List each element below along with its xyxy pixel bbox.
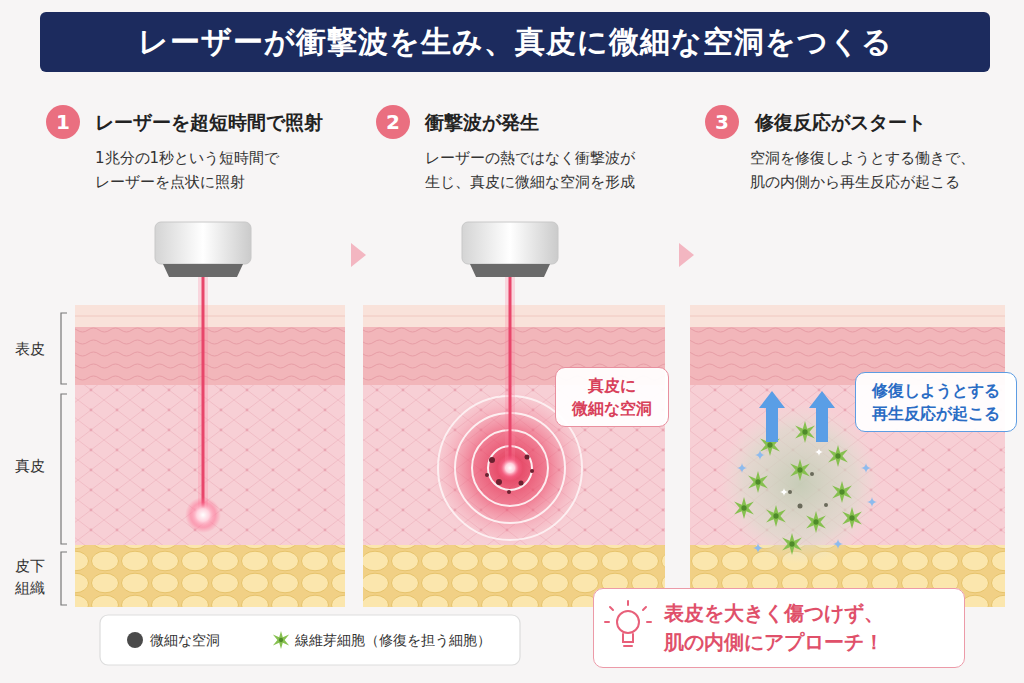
step-arrow [351, 243, 366, 267]
step-number: 1 [46, 105, 80, 139]
step-arrow [679, 243, 694, 267]
bulb-icon [605, 601, 651, 646]
title-banner [40, 12, 990, 72]
node-text: 表皮を大きく傷つけず、 肌の内側にアプローチ！ [664, 599, 888, 657]
node-text: 修復しようとする 再生反応が起こる [870, 379, 1002, 425]
legend-text: 線維芽細胞（修復を担う細胞） [295, 631, 491, 649]
step-number: 2 [376, 105, 410, 139]
layer-label: 表皮 [15, 338, 45, 360]
laser-device [462, 222, 558, 277]
legend-star [273, 631, 289, 649]
laser-device [155, 222, 251, 277]
node-text: 3 [715, 110, 729, 134]
step-description: レーザーの熱ではなく衝撃波が 生じ、真皮に微細な空洞を形成 [425, 146, 639, 194]
fibroblasts [734, 421, 862, 555]
laser-beam [185, 277, 221, 533]
layer-label: 皮下 組織 [13, 555, 47, 599]
note-box: 表皮を大きく傷つけず、 肌の内側にアプローチ！ [593, 588, 965, 668]
node-text: 2 [386, 110, 400, 134]
title-holder: レーザーが衝撃波を生み、真皮に微細な空洞をつくる [40, 12, 990, 72]
legend-swatch [127, 632, 143, 648]
step-heading: 修復反応がスタート [755, 109, 926, 135]
step-heading: レーザーを超短時間で照射 [95, 109, 323, 135]
note-ground [593, 588, 965, 668]
title: レーザーが衝撃波を生み、真皮に微細な空洞をつくる [138, 22, 893, 63]
layer-bracket [61, 313, 67, 384]
skin-panel [690, 305, 1005, 607]
up-arrows [759, 391, 835, 442]
skin-panel [75, 305, 345, 607]
legend-box [100, 615, 520, 665]
sparkles [737, 448, 877, 553]
step-description: 1兆分の1秒という短時間で レーザーを点状に照射 [95, 146, 283, 194]
callout-box: 修復しようとする 再生反応が起こる [855, 372, 1017, 432]
node-text: 真皮に 微細な空洞 [570, 374, 654, 420]
layer-bracket [61, 552, 67, 605]
node-text: 1 [56, 110, 70, 134]
step-description: 空洞を修復しようとする働きで、 肌の内側から再生反応が起こる [750, 146, 978, 194]
callout-box: 真皮に 微細な空洞 [555, 367, 669, 427]
layer-bracket [61, 394, 67, 544]
layer-label: 真皮 [15, 455, 45, 477]
step-number: 3 [705, 105, 739, 139]
legend-text: 微細な空洞 [150, 631, 220, 649]
step-heading: 衝撃波が発生 [425, 109, 539, 135]
cavity-dots [485, 455, 534, 495]
